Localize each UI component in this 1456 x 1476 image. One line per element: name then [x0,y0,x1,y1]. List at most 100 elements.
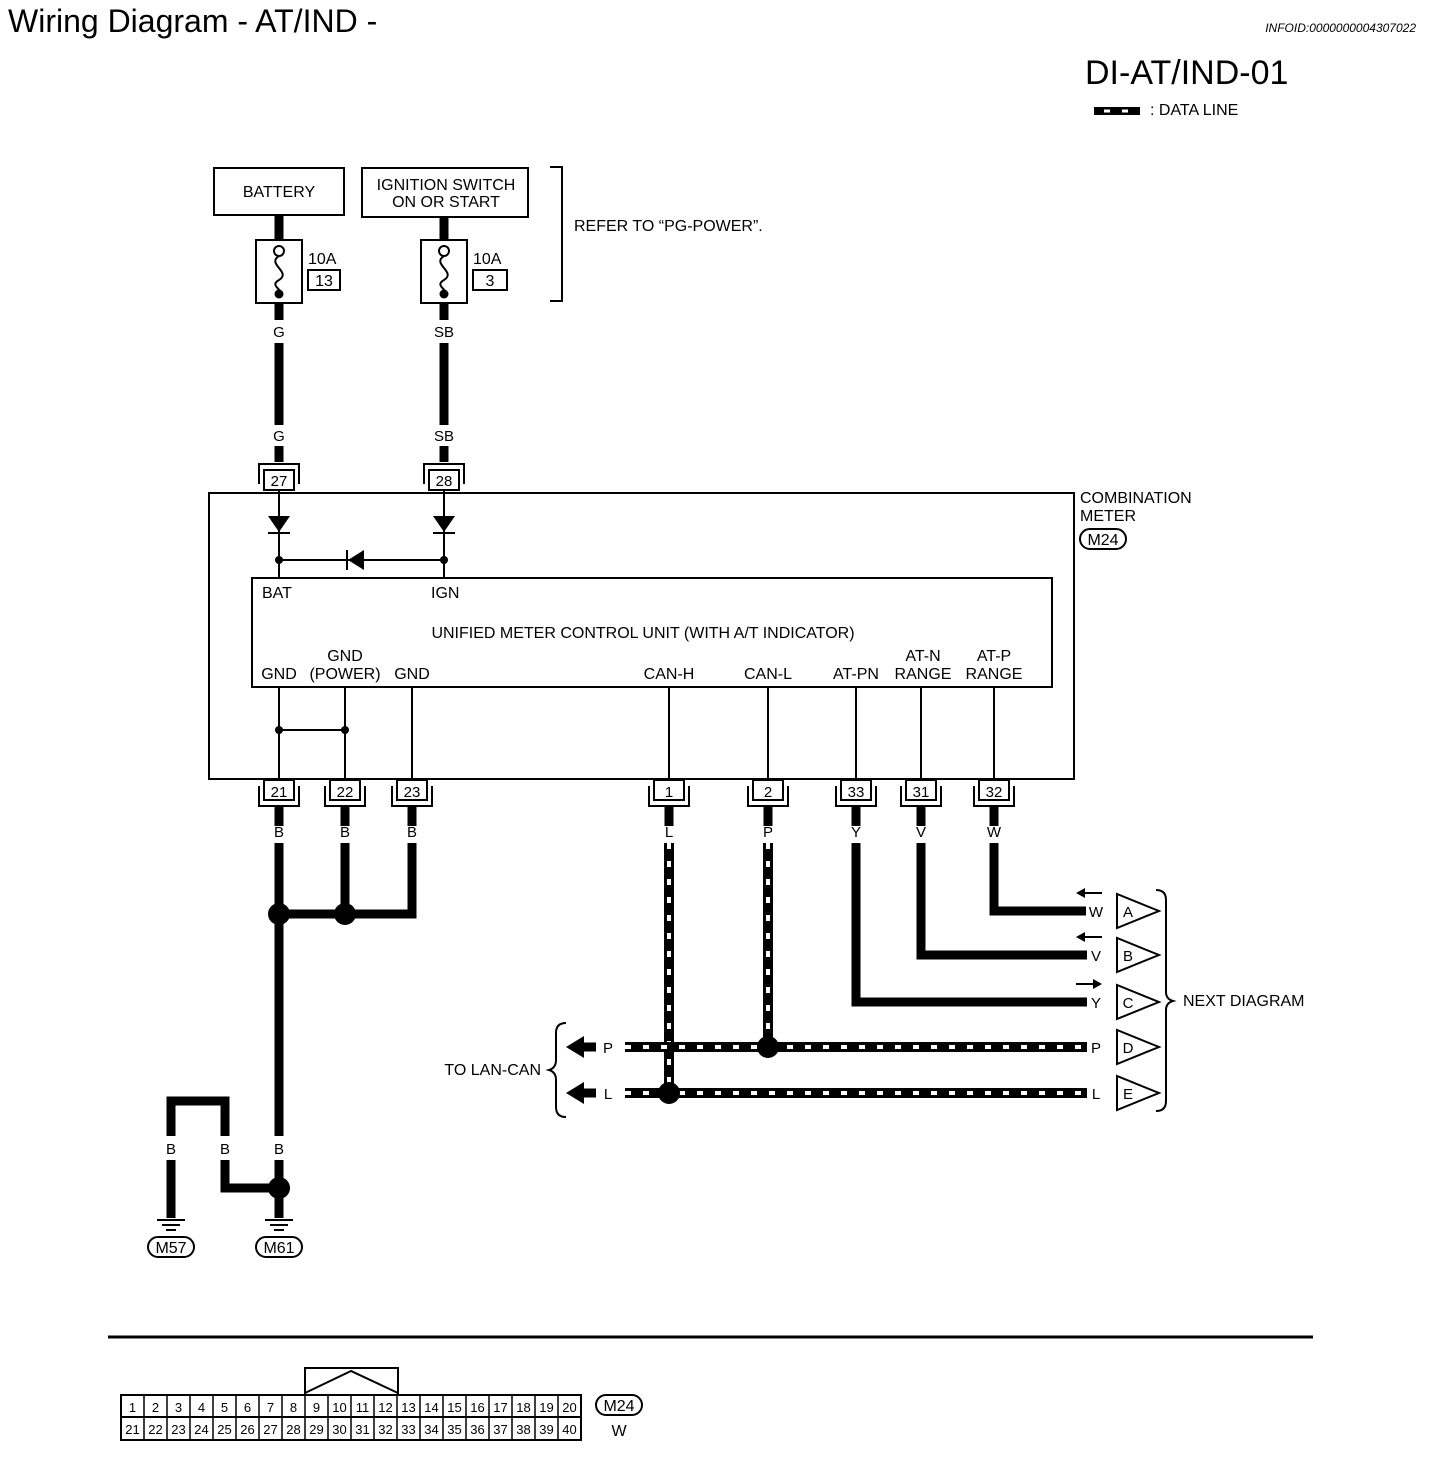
lan-bracket [545,1022,567,1118]
wire-label-y: Y [851,824,861,841]
connector-pin-cell: 3 [175,1400,182,1415]
wire-label-sb: SB [434,428,454,445]
connector-pin-cell: 20 [562,1400,576,1415]
connector-pin-cell: 10 [332,1400,346,1415]
connector-pin-cell: 37 [493,1422,507,1437]
out-wire-l: L [1092,1086,1100,1103]
signal-can-l: CAN-L [744,666,792,683]
out-wire-y: Y [1091,995,1101,1012]
next-diagram-label: NEXT DIAGRAM [1183,993,1305,1010]
wire-label-b: B [407,824,417,841]
ignition-label-line1: IGNITION SWITCH [377,177,516,194]
arrow-left-icon [1076,932,1102,942]
signal-gnd: GND [261,666,297,683]
signal-at-pn: AT-PN [833,666,879,683]
battery-label: BATTERY [243,184,316,201]
connector-pin-cell: 24 [194,1422,208,1437]
meter-connector-badge [1079,528,1127,550]
can-data-lines [625,806,1088,1098]
arrow-right-icon [1076,979,1102,989]
connector-pin-cell: 5 [221,1400,228,1415]
connector-c-label: C [1123,995,1134,1012]
pin-32-label: 32 [986,784,1003,801]
connector-pin-cell: 6 [244,1400,251,1415]
wire-label-l: L [665,824,673,841]
splice-icon [268,903,290,925]
signal-bat: BAT [262,585,292,602]
connector-d-icon [1116,1028,1162,1066]
inner-unit-label: UNIFIED METER CONTROL UNIT (WITH A/T IND… [431,625,854,642]
wire-label-g: G [273,428,285,445]
connector-pin-cell: 14 [424,1400,438,1415]
table-color-code: W [611,1423,627,1440]
legend-label: : DATA LINE [1150,102,1238,119]
wire-label-b: B [340,824,350,841]
out-wire-v: V [1091,948,1101,965]
ground-m57-label: M57 [155,1240,186,1257]
connector-pin-cell: 30 [332,1422,346,1437]
connector-pin-cell: 16 [470,1400,484,1415]
splice-icon [658,1082,680,1104]
signal-ign: IGN [431,585,459,602]
connector-a-icon [1116,892,1162,930]
connector-pin-cell: 2 [152,1400,159,1415]
signal-at-n: AT-N [905,648,940,665]
pin-33-label: 33 [848,784,865,801]
wire-label-g: G [273,324,285,341]
signal-at-p: AT-P [977,648,1011,665]
connector-pin-cell: 9 [313,1400,320,1415]
connector-pin-cell: 11 [356,1400,370,1415]
out-wire-w: W [1089,904,1104,921]
connector-pin-cell: 33 [401,1422,415,1437]
wire-label-w: W [987,824,1002,841]
fuse-2-number-box [472,269,508,291]
info-id: INFOID:0000000004307022 [1265,21,1416,35]
connector-e-label: E [1123,1086,1133,1103]
pin-1-label: 1 [665,784,673,801]
connector-pin-cell: 21 [125,1422,139,1437]
connector-pin-cell: 28 [286,1422,300,1437]
pin-31-label: 31 [913,784,930,801]
connector-pin-cell: 4 [198,1400,205,1415]
pin-27-label: 27 [271,473,288,490]
pin-28-label: 28 [436,473,453,490]
connector-pin-cell: 15 [447,1400,461,1415]
ground-icon [157,1219,185,1231]
splice-icon [268,1177,290,1199]
wire-label-b: B [274,824,284,841]
connector-pin-cell: 38 [516,1422,530,1437]
connector-pin-cell: 8 [290,1400,297,1415]
connector-pin-cell: 39 [539,1422,553,1437]
pin-21-label: 21 [271,784,288,801]
ground-m61-label: M61 [263,1240,294,1257]
splice-icon [334,903,356,925]
connector-b-label: B [1123,948,1133,965]
ignition-switch-box [361,167,529,218]
fuse-2-amp: 10A [473,251,502,268]
signal-at-p-2: RANGE [966,666,1023,683]
ground-icon [265,1219,293,1231]
connector-pin-cell: 25 [217,1422,231,1437]
signal-can-h: CAN-H [644,666,695,683]
arrow-left-icon [566,1082,584,1104]
fuse-1-amp: 10A [308,251,337,268]
connector-c-icon [1116,983,1162,1021]
page-title: Wiring Diagram - AT/IND - [8,3,377,39]
connector-pin-cell: 40 [562,1422,576,1437]
table-connector-badge [595,1394,643,1416]
pin-22-label: 22 [337,784,354,801]
meter-name-line1: COMBINATION [1080,490,1192,507]
signal-gnd: GND [394,666,430,683]
connector-pin-cell: 18 [516,1400,530,1415]
connector-a-label: A [1123,904,1133,921]
ground-m61-badge [255,1236,303,1258]
connector-pin-cell: 31 [355,1422,369,1437]
wire-label-p: P [763,824,773,841]
fuse-1-number-box [307,269,341,291]
connector-b-icon [1116,936,1162,974]
fuse-icon [255,239,303,304]
ignition-label-line2: ON OR START [392,194,500,211]
connector-pin-cell: 13 [401,1400,415,1415]
wire-label-b: B [166,1141,176,1158]
